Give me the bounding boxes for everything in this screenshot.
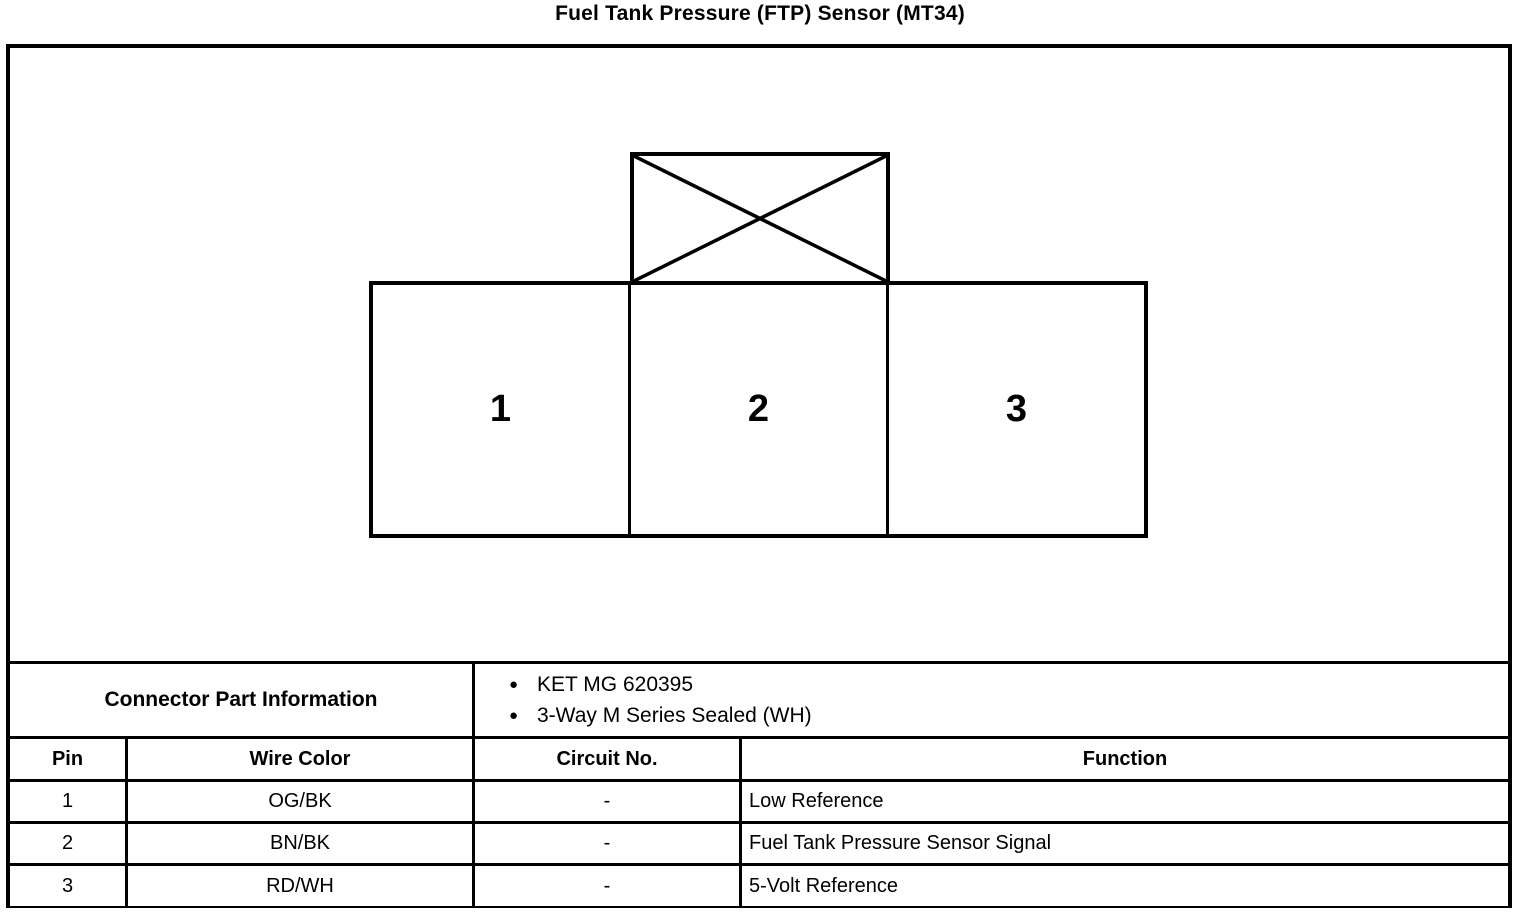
crossed-box-icon [634, 156, 886, 281]
column-header-function: Function [742, 739, 1508, 779]
part-info-header: Connector Part Information [10, 664, 472, 736]
connector-keyway-box [630, 152, 890, 281]
function-cell: Low Reference [742, 782, 1508, 821]
part-info-bullet-list: ● KET MG 620395 ● 3-Way M Series Sealed … [482, 673, 1508, 728]
connector-cavity-2: 2 [628, 285, 889, 534]
pin-cell: 2 [10, 824, 125, 863]
wire-color-cell: RD/WH [128, 866, 472, 906]
page-title: Fuel Tank Pressure (FTP) Sensor (MT34) [555, 2, 965, 25]
part-info-item: ● 3-Way M Series Sealed (WH) [509, 704, 1508, 728]
connector-cavity-1: 1 [373, 285, 628, 534]
connector-info-table: Connector Part Information ● KET MG 6203… [10, 661, 1508, 906]
column-header-wire-color: Wire Color [128, 739, 472, 779]
connector-cavity-row: 1 2 3 [369, 281, 1148, 538]
part-info-item-text: 3-Way M Series Sealed (WH) [537, 703, 812, 727]
pin-cell: 1 [10, 782, 125, 821]
pin-cell: 3 [10, 866, 125, 906]
wire-color-cell: BN/BK [128, 824, 472, 863]
function-cell: 5-Volt Reference [742, 866, 1508, 906]
wire-color-cell: OG/BK [128, 782, 472, 821]
cavity-label-1: 1 [489, 388, 512, 430]
part-info-item-text: KET MG 620395 [537, 672, 694, 696]
function-cell: Fuel Tank Pressure Sensor Signal [742, 824, 1508, 863]
bullet-icon: ● [509, 676, 519, 693]
part-info-details: ● KET MG 620395 ● 3-Way M Series Sealed … [475, 664, 1508, 736]
column-header-pin: Pin [10, 739, 125, 779]
connector-cavity-3: 3 [889, 285, 1144, 534]
part-info-item: ● KET MG 620395 [509, 673, 1508, 697]
bullet-icon: ● [509, 707, 519, 724]
circuit-no-cell: - [475, 866, 739, 906]
cavity-label-3: 3 [1005, 388, 1028, 430]
circuit-no-cell: - [475, 824, 739, 863]
diagram-frame [6, 44, 1512, 908]
circuit-no-cell: - [475, 782, 739, 821]
column-header-circuit-no: Circuit No. [475, 739, 739, 779]
cavity-label-2: 2 [747, 388, 770, 430]
